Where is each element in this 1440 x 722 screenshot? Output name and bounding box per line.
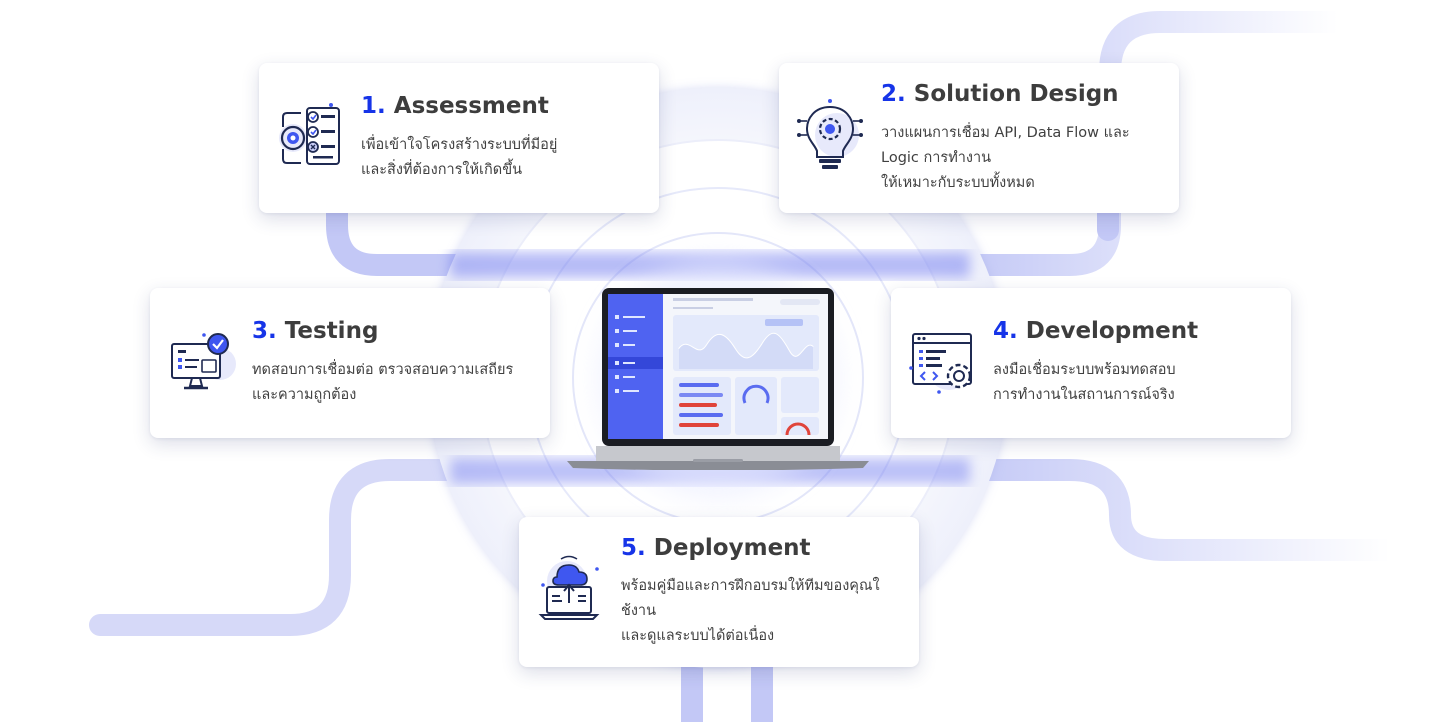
- step-number: 4.: [993, 318, 1018, 344]
- desc-line: Logic การทำงาน: [881, 150, 992, 166]
- step-description: พร้อมคู่มือและการฝึกอบรมให้ทีมของคุณใ ช้…: [621, 574, 911, 649]
- laptop-illustration: [567, 288, 869, 470]
- desc-line: ให้เหมาะกับระบบทั้งหมด: [881, 175, 1035, 191]
- desc-line: วางแผนการเชื่อม API, Data Flow และ: [881, 125, 1130, 141]
- step-title: Deployment: [653, 535, 811, 561]
- lightbulb-gear-icon: [797, 99, 863, 169]
- desc-line: ช้งาน: [621, 603, 656, 619]
- desc-line: ลงมือเชื่อมระบบพร้อมทดสอบ: [993, 362, 1176, 378]
- desc-line: และดูแลระบบได้ต่อเนื่อง: [621, 628, 775, 644]
- desc-line: ทดสอบการเชื่อมต่อ ตรวจสอบความเสถียร: [252, 362, 514, 378]
- desc-line: และความถูกต้อง: [252, 387, 357, 403]
- step-description: ทดสอบการเชื่อมต่อ ตรวจสอบความเสถียร และค…: [252, 358, 542, 408]
- step-number: 5.: [621, 535, 646, 561]
- cloud-laptop-icon: [538, 555, 600, 620]
- code-window-gear-icon: [909, 333, 972, 394]
- step-number: 3.: [252, 318, 277, 344]
- step-card-testing: 3. Testing ทดสอบการเชื่อมต่อ ตรวจสอบความ…: [150, 288, 550, 438]
- step-number: 1.: [361, 93, 386, 119]
- desc-line: เพื่อเข้าใจโครงสร้างระบบที่มีอยู่: [361, 137, 558, 153]
- step-title: Assessment: [393, 93, 549, 119]
- step-card-development: 4. Development ลงมือเชื่อมระบบพร้อมทดสอบ…: [891, 288, 1291, 438]
- step-title: Development: [1025, 318, 1199, 344]
- desc-line: และสิ่งที่ต้องการให้เกิดขึ้น: [361, 162, 523, 178]
- flow-checklist-icon: [279, 103, 340, 165]
- monitor-check-icon: [171, 333, 236, 390]
- desc-line: พร้อมคู่มือและการฝึกอบรมให้ทีมของคุณใ: [621, 578, 880, 594]
- step-description: วางแผนการเชื่อม API, Data Flow และ Logic…: [881, 121, 1171, 196]
- step-title: Solution Design: [913, 81, 1119, 107]
- step-title: Testing: [284, 318, 379, 344]
- step-card-deployment: 5. Deployment พร้อมคู่มือและการฝึกอบรมให…: [519, 517, 919, 667]
- step-card-assessment: 1. Assessment เพื่อเข้าใจโครงสร้างระบบที…: [259, 63, 659, 213]
- step-card-solution-design: 2. Solution Design วางแผนการเชื่อม API, …: [779, 63, 1179, 213]
- step-description: ลงมือเชื่อมระบบพร้อมทดสอบ การทำงานในสถาน…: [993, 358, 1283, 408]
- desc-line: การทำงานในสถานการณ์จริง: [993, 387, 1175, 403]
- step-number: 2.: [881, 81, 906, 107]
- step-description: เพื่อเข้าใจโครงสร้างระบบที่มีอยู่ และสิ่…: [361, 133, 651, 183]
